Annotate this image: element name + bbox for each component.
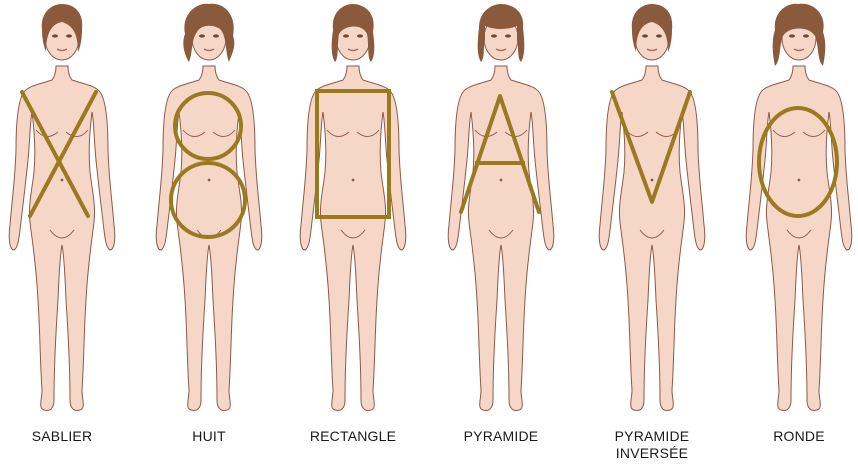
figure-huit — [139, 0, 279, 420]
left-eye — [789, 34, 795, 37]
label-pyramide-inversee-line2: INVERSÉE — [582, 445, 722, 462]
right-eye — [656, 34, 662, 37]
right-eye — [66, 34, 72, 37]
label-pyramide-inversee: PYRAMIDE INVERSÉE — [582, 428, 722, 462]
right-eye — [213, 34, 219, 37]
left-eye — [491, 34, 497, 37]
woman-silhouette-pyramide-inversee — [582, 0, 722, 420]
figure-pyramide — [431, 0, 571, 420]
woman-silhouette-pyramide — [431, 0, 571, 420]
figure-pyramide-inversee — [582, 0, 722, 420]
label-sablier: SABLIER — [0, 428, 132, 445]
label-rectangle-text: RECTANGLE — [283, 428, 423, 445]
navel — [352, 179, 355, 182]
label-rectangle: RECTANGLE — [283, 428, 423, 445]
label-huit: HUIT — [139, 428, 279, 445]
navel — [798, 179, 801, 182]
label-sablier-text: SABLIER — [0, 428, 132, 445]
woman-silhouette-sablier — [0, 0, 132, 420]
figure-ronde — [729, 0, 858, 420]
label-ronde: RONDE — [729, 428, 858, 445]
left-eye — [642, 34, 648, 37]
label-ronde-text: RONDE — [729, 428, 858, 445]
left-eye — [199, 34, 205, 37]
left-eye — [343, 34, 349, 37]
right-eye — [357, 34, 363, 37]
figure-sablier — [0, 0, 132, 420]
right-eye — [505, 34, 511, 37]
woman-silhouette-ronde — [729, 0, 858, 420]
navel — [208, 179, 211, 182]
woman-silhouette-rectangle — [283, 0, 423, 420]
figure-rectangle — [283, 0, 423, 420]
navel — [61, 179, 64, 182]
left-eye — [52, 34, 58, 37]
woman-silhouette-huit — [139, 0, 279, 420]
label-pyramide-inversee-line1: PYRAMIDE — [582, 428, 722, 445]
label-huit-text: HUIT — [139, 428, 279, 445]
navel — [500, 179, 503, 182]
navel — [651, 179, 654, 182]
right-eye — [803, 34, 809, 37]
label-pyramide: PYRAMIDE — [431, 428, 571, 445]
label-pyramide-text: PYRAMIDE — [431, 428, 571, 445]
